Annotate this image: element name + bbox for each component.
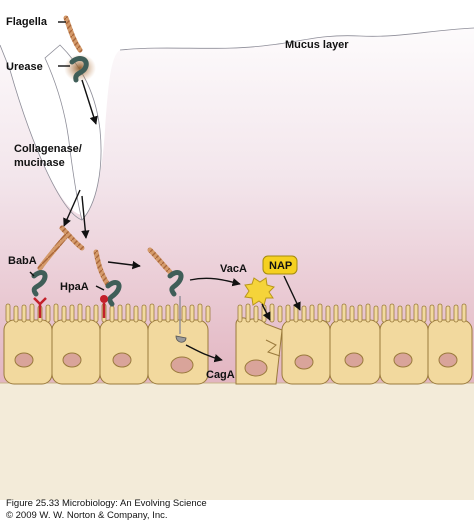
microvillus: [349, 305, 355, 323]
microvillus: [77, 303, 83, 323]
label-caga: CagA: [206, 369, 235, 381]
mucus-edge-top: [119, 27, 474, 51]
microvillus: [461, 303, 467, 323]
microvillus: [357, 304, 363, 323]
microvillus: [413, 303, 419, 323]
label-flagella: Flagella: [6, 16, 48, 28]
microvillus: [197, 303, 203, 323]
damaged-cell: [235, 317, 283, 385]
microvillus: [365, 303, 371, 323]
microvillus: [341, 303, 347, 323]
microvillus: [21, 304, 27, 323]
microvillus: [333, 304, 339, 323]
microvillus: [189, 304, 195, 323]
microvillus: [389, 303, 395, 323]
label-nap: NAP: [269, 260, 292, 272]
epithelial-cell: [147, 319, 209, 385]
microvillus: [173, 303, 179, 323]
microvillus: [245, 303, 251, 323]
microvillus: [53, 303, 59, 323]
label-baba: BabA: [8, 255, 37, 267]
microvillus: [325, 305, 331, 323]
microvillus: [93, 304, 99, 323]
microvillus: [85, 305, 91, 323]
microvillus: [397, 305, 403, 323]
microvillus: [285, 304, 291, 323]
epithelial-cell: [427, 319, 473, 385]
microvillus: [13, 305, 19, 323]
microvillus: [437, 303, 443, 323]
flagellum-icon: [37, 15, 173, 288]
bacterium-icon: [105, 280, 122, 307]
caga-particle: [175, 335, 187, 343]
microvillus: [117, 304, 123, 323]
basement-layer: [0, 383, 474, 500]
microvillus: [29, 303, 35, 323]
microvillus: [405, 304, 411, 323]
bacterium-icon: [69, 56, 89, 83]
microvillus: [5, 303, 11, 323]
microvilli: [5, 303, 467, 323]
epithelium: [3, 317, 473, 385]
microvillus: [125, 303, 131, 323]
microvillus: [445, 305, 451, 323]
nap-badge: [262, 255, 298, 275]
microvillus: [205, 305, 211, 323]
arrows: [29, 21, 301, 363]
epithelial-cell: [99, 319, 149, 385]
label-mucinase: mucinase: [14, 157, 65, 169]
label-collagenase: Collagenase/: [14, 143, 82, 155]
microvillus: [373, 305, 379, 323]
microvillus: [165, 304, 171, 323]
microvillus: [109, 305, 115, 323]
label-hpaa: HpaA: [60, 281, 89, 293]
microvillus: [317, 303, 323, 323]
microvillus: [133, 305, 139, 323]
microvillus: [429, 304, 435, 323]
microvillus: [293, 303, 299, 323]
mucus-edge-left: [0, 44, 83, 221]
receptor-icon: [100, 295, 108, 318]
microvillus: [301, 305, 307, 323]
label-urease: Urease: [6, 61, 43, 73]
microvillus: [141, 304, 147, 323]
microvillus: [309, 304, 315, 323]
receptor-icon: [33, 297, 47, 318]
microvillus: [181, 305, 187, 323]
figure-caption: Figure 25.33 Microbiology: An Evolving S…: [6, 498, 207, 509]
microvillus: [157, 305, 163, 323]
toxin-icon: [244, 277, 275, 306]
microvillus: [453, 304, 459, 323]
microvillus: [237, 304, 243, 323]
microvillus: [269, 303, 275, 323]
microvillus: [381, 304, 387, 323]
bacterium-icon: [167, 270, 184, 297]
microvillus: [253, 305, 259, 323]
label-mucus-layer: Mucus layer: [285, 39, 349, 51]
bacterium-icon: [31, 270, 48, 297]
copyright-line: © 2009 W. W. Norton & Company, Inc.: [6, 510, 168, 521]
microvillus: [277, 305, 283, 323]
microvillus: [69, 304, 75, 323]
microvillus: [45, 304, 51, 323]
microvillus: [61, 305, 67, 323]
epithelial-cell: [329, 319, 381, 385]
label-vaca: VacA: [220, 263, 247, 275]
epithelial-cell: [3, 319, 53, 385]
epithelial-cell: [51, 319, 101, 385]
epithelial-cell: [379, 319, 429, 385]
vacuolated-cell: [281, 319, 331, 385]
microvillus: [421, 305, 427, 323]
microvillus: [149, 303, 155, 323]
